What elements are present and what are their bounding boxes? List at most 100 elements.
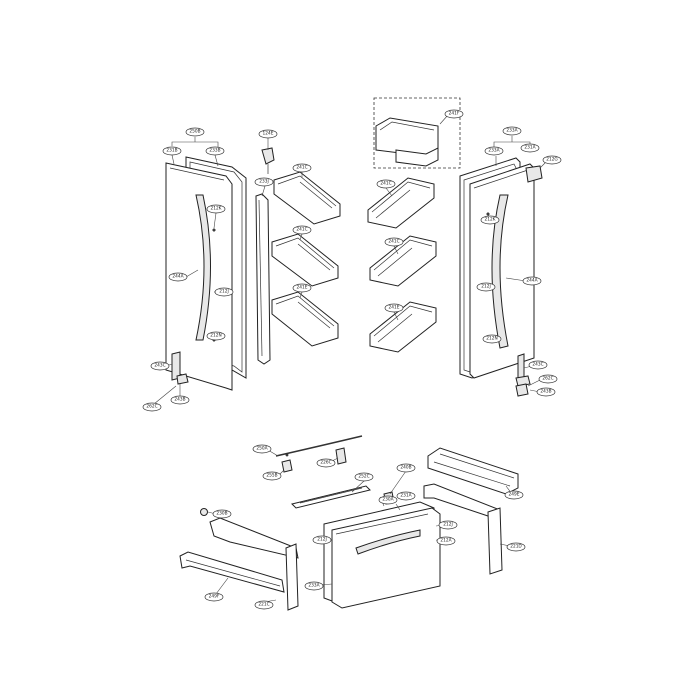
callout-262C: 262C	[142, 402, 162, 412]
svg-text:255B: 255B	[266, 473, 277, 479]
callout-212N: 212N	[206, 331, 226, 341]
left-door-bins	[271, 171, 341, 347]
callout-212N: 212N	[482, 334, 502, 344]
svg-text:231A: 231A	[400, 493, 411, 499]
svg-text:212K: 212K	[484, 217, 495, 223]
callout-212K: 212K	[480, 215, 500, 225]
svg-text:233B: 233B	[209, 148, 220, 154]
svg-text:233A: 233A	[488, 148, 499, 154]
callout-241E: 241E	[384, 303, 404, 313]
svg-text:241E: 241E	[297, 285, 308, 291]
svg-text:233A: 233A	[506, 128, 517, 134]
callout-labels: 250B 231B 233B 124E 233J 241C 212K 244A …	[142, 109, 562, 610]
svg-text:221D: 221D	[510, 544, 522, 550]
svg-text:231A: 231A	[524, 145, 535, 151]
svg-text:241F: 241F	[449, 111, 460, 117]
callout-212J: 212J	[438, 520, 458, 530]
left-door-handle	[195, 194, 211, 341]
callout-244A: 244A	[168, 272, 188, 282]
svg-text:212K: 212K	[210, 206, 221, 212]
callout-233J: 233J	[254, 177, 274, 187]
callout-212J: 212J	[476, 282, 496, 292]
callout-241C: 241C	[292, 163, 312, 173]
svg-text:212N: 212N	[486, 336, 497, 342]
svg-text:241C: 241C	[296, 165, 307, 171]
callout-243B: 243B	[170, 395, 190, 405]
svg-text:124E: 124E	[263, 131, 274, 137]
svg-text:243C: 243C	[532, 362, 543, 368]
callout-243C: 243C	[150, 361, 170, 371]
svg-text:233J: 233J	[259, 179, 268, 185]
svg-text:212N: 212N	[210, 333, 221, 339]
right-door-bins	[367, 97, 461, 353]
svg-text:262C: 262C	[542, 376, 553, 382]
top-hinge-left	[261, 147, 275, 165]
callout-230B: 230B	[212, 509, 232, 519]
callout-241C: 241C	[384, 237, 404, 247]
callout-212J: 212J	[312, 535, 332, 545]
callout-250A: 250A	[252, 444, 272, 454]
svg-text:212G: 212G	[546, 157, 558, 163]
callout-233A: 233A	[502, 126, 522, 136]
drawer-rail-bar	[291, 485, 371, 509]
svg-text:230A: 230A	[382, 497, 393, 503]
callout-249E: 249E	[504, 490, 524, 500]
svg-text:250B: 250B	[189, 129, 200, 135]
slide-rail-lower-left	[179, 551, 285, 593]
svg-text:243B: 243B	[174, 397, 185, 403]
svg-text:241C: 241C	[296, 227, 307, 233]
svg-text:243B: 243B	[540, 389, 551, 395]
svg-text:231B: 231B	[166, 148, 177, 154]
svg-text:221C: 221C	[258, 602, 269, 608]
svg-text:240B: 240B	[400, 465, 411, 471]
svg-text:212J: 212J	[219, 289, 228, 295]
roller	[200, 508, 208, 516]
svg-text:230B: 230B	[216, 511, 227, 517]
callout-124E: 124E	[258, 129, 278, 139]
svg-text:241E: 241E	[389, 305, 400, 311]
callout-252C: 252C	[354, 472, 374, 482]
callout-233A: 233A	[304, 581, 324, 591]
svg-text:250A: 250A	[256, 446, 267, 452]
callout-231A: 231A	[520, 143, 540, 153]
callout-230A: 230A	[378, 495, 398, 505]
svg-text:244A: 244A	[172, 274, 183, 280]
drawer-handle	[355, 529, 421, 555]
slide-rail-left	[209, 517, 299, 559]
callout-241C: 241C	[376, 179, 396, 189]
callout-212K: 212K	[206, 204, 226, 214]
callout-243B: 243B	[536, 387, 556, 397]
callout-212G: 212G	[542, 155, 562, 165]
door-bin	[369, 235, 437, 287]
svg-text:262C: 262C	[146, 404, 157, 410]
door-trim-strip	[255, 193, 271, 365]
callout-249F: 249F	[204, 592, 224, 602]
svg-text:212J: 212J	[481, 284, 490, 290]
svg-text:249E: 249E	[509, 492, 520, 498]
door-bin	[367, 177, 435, 229]
svg-text:233A: 233A	[308, 583, 319, 589]
svg-text:243C: 243C	[154, 363, 165, 369]
callout-231A: 231A	[396, 491, 416, 501]
callout-241C: 241C	[292, 225, 312, 235]
svg-text:241C: 241C	[388, 239, 399, 245]
callout-243C: 243C	[528, 360, 548, 370]
rod	[275, 435, 363, 457]
freezer-drawer-assembly	[179, 435, 519, 611]
clip	[281, 459, 293, 473]
svg-text:226C: 226C	[320, 460, 331, 466]
callout-241E: 241E	[292, 283, 312, 293]
svg-text:249F: 249F	[209, 594, 220, 600]
callout-231B: 231B	[162, 146, 182, 156]
bin-frame	[375, 117, 439, 167]
callout-241F: 241F	[444, 109, 464, 119]
svg-text:212A: 212A	[440, 538, 451, 544]
door-bin	[271, 233, 339, 287]
callout-226C: 226C	[316, 458, 336, 468]
callout-221C: 221C	[254, 600, 274, 610]
top-hinge-right	[525, 165, 543, 183]
callout-221D: 221D	[506, 542, 526, 552]
door-bin	[369, 301, 437, 353]
callout-212J: 212J	[214, 287, 234, 297]
